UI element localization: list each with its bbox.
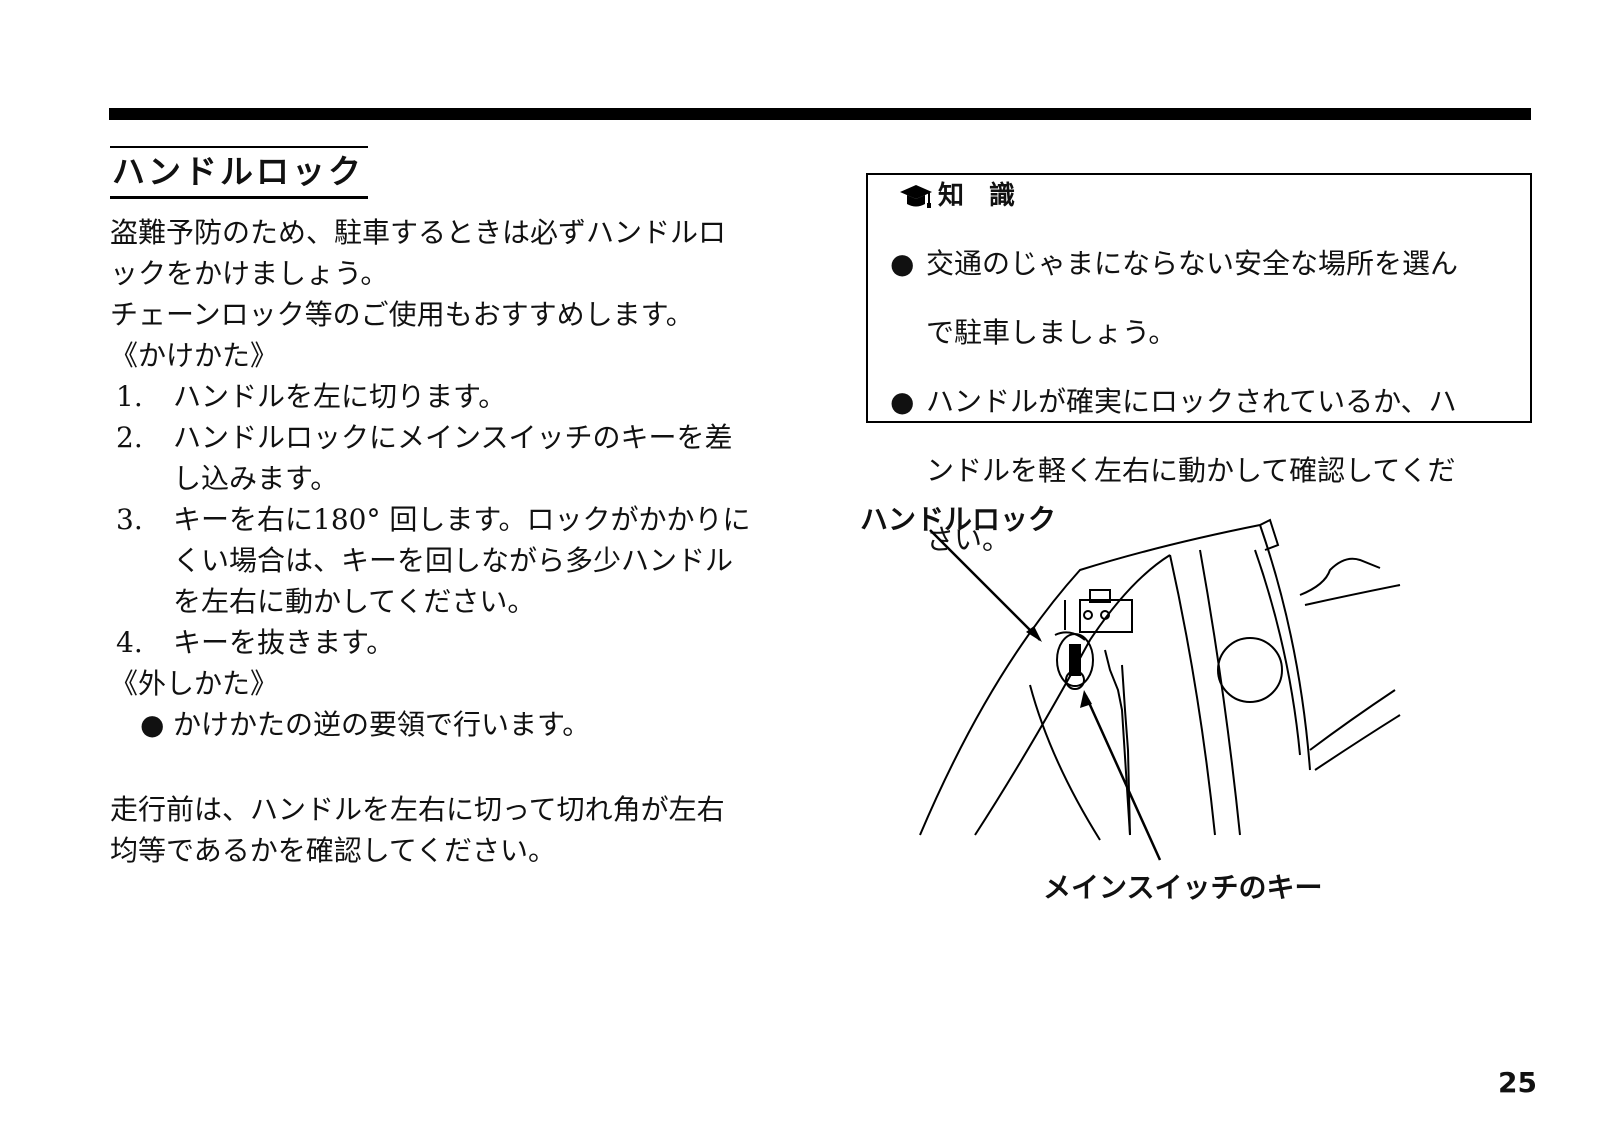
step-text: を左右に動かしてください。 bbox=[173, 585, 536, 618]
page-number: 25 bbox=[1498, 1066, 1537, 1099]
step-text: くい場合は、キーを回しながら多少ハンドル bbox=[173, 544, 734, 577]
step-text: し込みます。 bbox=[173, 462, 339, 495]
unlock-item: ● かけかたの逆の要領で行います。 bbox=[110, 704, 790, 745]
step-number: 3. bbox=[116, 503, 143, 536]
pre-ride-line: 走行前は、ハンドルを左右に切って切れ角が左右 bbox=[110, 793, 725, 826]
knowledge-line: 交通のじゃまにならない安全な場所を選ん bbox=[926, 247, 1459, 280]
figure-label-main-switch-key: メインスイッチのキー bbox=[1043, 871, 1323, 904]
knowledge-line: ンドルを軽く左右に動かして確認してくだ bbox=[926, 454, 1456, 487]
knowledge-box: 知 識 ● 交通のじゃまにならない安全な場所を選ん で駐車しましょう。 ● ハン… bbox=[866, 173, 1532, 556]
pre-ride-note: 走行前は、ハンドルを左右に切って切れ角が左右 均等であるかを確認してください。 bbox=[110, 789, 790, 871]
knowledge-item: ● ハンドルが確実にロックされているか、ハ ンドルを軽く左右に動かして確認してく… bbox=[868, 381, 1508, 560]
step-number: 2. bbox=[116, 421, 143, 454]
step-text: キーを右に180° 回します。ロックがかかりに bbox=[173, 503, 751, 536]
motorcycle-steering-illustration bbox=[919, 518, 1401, 861]
how-to-lock-heading: 《かけかた》 bbox=[110, 339, 279, 372]
step-text: ハンドルを左に切ります。 bbox=[173, 380, 507, 413]
step-2: 2. ハンドルロックにメインスイッチのキーを差 し込みます。 bbox=[110, 417, 790, 499]
knowledge-line: ハンドルが確実にロックされているか、ハ bbox=[926, 385, 1457, 418]
step-number: 4. bbox=[116, 626, 143, 659]
handle-lock-figure: ハンドルロック メインスイッチのキー bbox=[860, 490, 1540, 910]
main-text-column: 盗難予防のため、駐車するときは必ずハンドルロ ックをかけましょう。 チェーンロッ… bbox=[110, 212, 790, 871]
knowledge-line: で駐車しましょう。 bbox=[926, 316, 1177, 349]
step-number: 1. bbox=[116, 380, 143, 413]
bullet-icon: ● bbox=[890, 247, 915, 280]
bullet-icon: ● bbox=[890, 385, 915, 418]
intro-line: チェーンロック等のご使用もおすすめします。 bbox=[110, 298, 694, 331]
knowledge-header: 知 識 bbox=[898, 179, 1023, 213]
knowledge-title: 知 識 bbox=[938, 180, 1024, 211]
top-rule bbox=[109, 108, 1531, 120]
bullet-icon: ● bbox=[140, 708, 165, 741]
unlock-text: かけかたの逆の要領で行います。 bbox=[173, 708, 591, 741]
graduation-cap-icon bbox=[900, 185, 932, 208]
step-text: キーを抜きます。 bbox=[173, 626, 395, 659]
step-1: 1. ハンドルを左に切ります。 bbox=[110, 376, 790, 417]
section-title: ハンドルロック bbox=[110, 146, 368, 199]
knowledge-list: ● 交通のじゃまにならない安全な場所を選ん で駐車しましょう。 ● ハンドルが確… bbox=[868, 215, 1508, 588]
step-4: 4. キーを抜きます。 bbox=[110, 622, 790, 663]
knowledge-item: ● 交通のじゃまにならない安全な場所を選ん で駐車しましょう。 bbox=[868, 243, 1508, 353]
figure-label-handle-lock: ハンドルロック bbox=[860, 503, 1057, 536]
intro-line: ックをかけましょう。 bbox=[110, 257, 389, 290]
step-text: ハンドルロックにメインスイッチのキーを差 bbox=[173, 421, 733, 454]
step-3: 3. キーを右に180° 回します。ロックがかかりに くい場合は、キーを回しなが… bbox=[110, 499, 790, 622]
how-to-unlock-heading: 《外しかた》 bbox=[110, 667, 279, 700]
pre-ride-line: 均等であるかを確認してください。 bbox=[110, 834, 557, 867]
intro-line: 盗難予防のため、駐車するときは必ずハンドルロ bbox=[110, 216, 727, 249]
